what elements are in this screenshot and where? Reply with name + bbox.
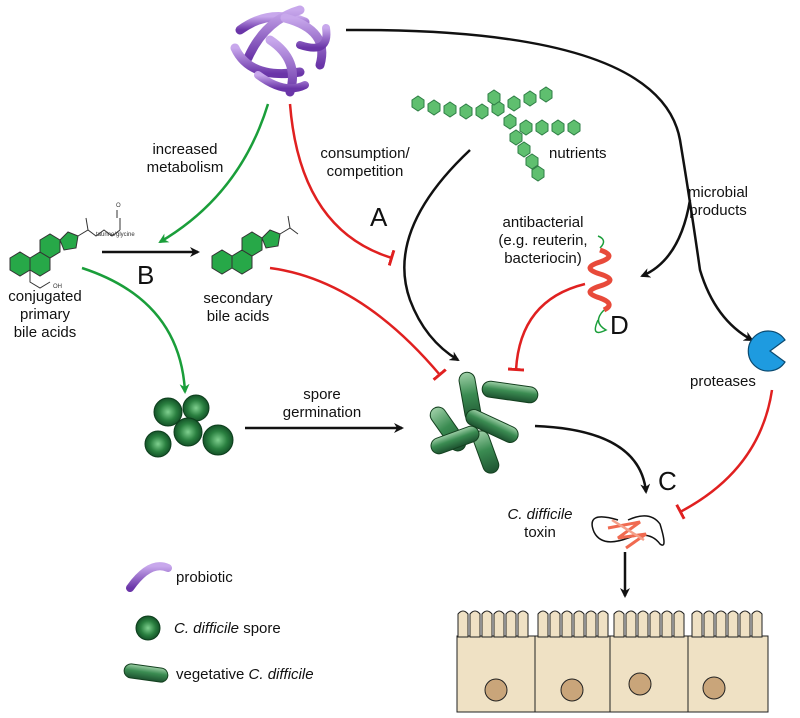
vegetative-cdiff-cluster-icon [429, 371, 539, 474]
legend-probiotic-label: probiotic [176, 569, 233, 586]
protease-inhibit-arrow [675, 389, 774, 520]
nutrients-label: nutrients [549, 145, 607, 162]
antibacterial-peptide-icon [587, 235, 613, 334]
mechanism-b-label: B [137, 260, 155, 290]
mechanism-a-label: A [370, 202, 388, 232]
o-label: O [116, 203, 121, 209]
epithelial-cells-icon [456, 610, 769, 713]
increased-metabolism-arrow [158, 103, 270, 244]
consumption-inhibit-arrow [288, 103, 396, 266]
cdiff-toxin-icon [591, 515, 665, 550]
proteases-label: proteases [690, 373, 756, 390]
legend-spore-label: C. difficile spore [174, 620, 281, 637]
taurine-glycine-label: taurine/glycine [96, 232, 135, 238]
microbial-products-arrow [345, 28, 754, 342]
toxin-production-arrow [534, 424, 651, 494]
protease-icon [747, 330, 786, 372]
conjugated-bile-acid-structure-icon [9, 210, 121, 289]
probiotic-cluster-icon [230, 5, 331, 97]
legend-vegetative-label: vegetative C. difficile [176, 666, 314, 683]
legend-probiotic-icon [126, 562, 172, 592]
mechanism-d-label: D [610, 310, 629, 340]
antibacterial-inhibit-arrow [507, 282, 586, 372]
secondary-bile-acid-structure-icon [211, 215, 299, 275]
nutrients-icon [411, 86, 581, 182]
legend-vegetative-icon [123, 663, 169, 683]
spore-cluster-icon [144, 394, 234, 458]
mechanism-c-label: C [658, 466, 677, 496]
nutrient-consumption-arrow [403, 149, 471, 362]
antibacterial-arrow [640, 199, 692, 278]
oh-label: OH [53, 284, 62, 290]
secondary-bile-inhibit-arrow [269, 266, 447, 381]
consumption-competition-label: consumption/competition [320, 145, 410, 180]
legend-spore-icon [135, 615, 161, 641]
antibacterial-label: antibacterial(e.g. reuterin,bacteriocin) [498, 214, 588, 267]
spore-promote-arrow [81, 266, 190, 394]
